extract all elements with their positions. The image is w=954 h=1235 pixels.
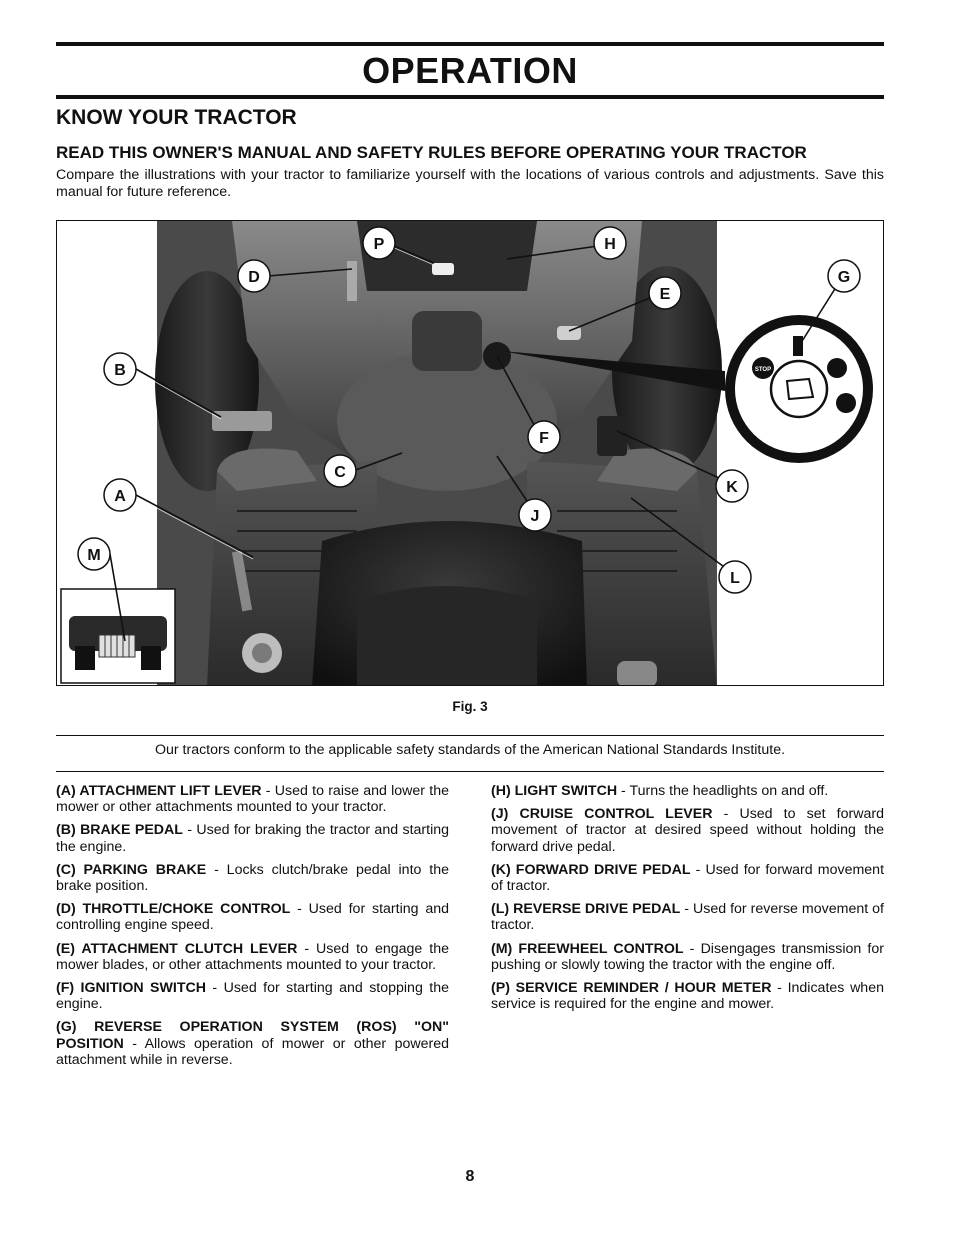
- callout-d: D: [237, 259, 271, 293]
- control-item-b: (B) BRAKE PEDAL - Used for braking the t…: [56, 822, 449, 855]
- control-item-e: (E) ATTACHMENT CLUTCH LEVER - Used to en…: [56, 940, 450, 973]
- ansi-notice: Our tractors conform to the applicable s…: [154, 742, 786, 758]
- control-item-c: (C) PARKING BRAKE - Locks clutch/brake p…: [56, 861, 449, 895]
- callout-j: J: [518, 498, 552, 532]
- callout-a: A: [103, 478, 137, 512]
- section-title: KNOW YOUR TRACTOR: [56, 106, 297, 129]
- callout-g: G: [827, 259, 861, 293]
- controls-list-right: (H) LIGHT SWITCH - Turns the headlights …: [491, 783, 884, 1019]
- page-title: OPERATION: [362, 50, 578, 91]
- control-item-g: (G) REVERSE OPERATION SYSTEM (ROS) "ON" …: [56, 1019, 449, 1068]
- svg-text:J: J: [531, 508, 540, 525]
- svg-text:D: D: [248, 269, 260, 286]
- title-rule-top: [56, 42, 884, 46]
- page-number: 8: [465, 1168, 475, 1185]
- control-item-k: (K) FORWARD DRIVE PEDAL - Used for forwa…: [491, 861, 885, 895]
- svg-text:M: M: [87, 547, 100, 564]
- control-item-d: (D) THROTTLE/CHOKE CONTROL - Used for st…: [56, 901, 449, 934]
- control-item-h: (H) LIGHT SWITCH - Turns the headlights …: [491, 783, 829, 799]
- figure-caption: Fig. 3: [452, 699, 488, 714]
- callout-m: M: [77, 537, 111, 571]
- callout-k: K: [715, 469, 749, 503]
- svg-text:P: P: [374, 236, 385, 253]
- callout-e: E: [648, 276, 682, 310]
- stop-label: STOP: [755, 367, 771, 373]
- controls-list-left: (A) ATTACHMENT LIFT LEVER - Used to rais…: [56, 783, 449, 1075]
- divider-bottom: [56, 771, 884, 772]
- control-item-p: (P) SERVICE REMINDER / HOUR METER - Indi…: [491, 980, 884, 1013]
- callout-f: F: [527, 420, 561, 454]
- svg-text:H: H: [604, 236, 616, 253]
- svg-text:C: C: [334, 464, 346, 481]
- svg-text:F: F: [539, 430, 549, 447]
- svg-text:B: B: [114, 362, 126, 379]
- svg-text:K: K: [726, 479, 738, 496]
- callout-b: B: [103, 352, 137, 386]
- svg-text:G: G: [838, 269, 850, 286]
- control-item-f: (F) IGNITION SWITCH - Used for starting …: [56, 980, 449, 1013]
- callout-p: P: [362, 226, 396, 260]
- callout-l: L: [718, 560, 752, 594]
- svg-text:E: E: [660, 286, 671, 303]
- divider-top: [56, 735, 884, 736]
- callout-c: C: [323, 454, 357, 488]
- control-item-a: (A) ATTACHMENT LIFT LEVER - Used to rais…: [56, 783, 449, 816]
- safety-subtitle: READ THIS OWNER'S MANUAL AND SAFETY RULE…: [56, 143, 807, 162]
- title-rule-bottom: [56, 95, 884, 99]
- callout-h: H: [593, 226, 627, 260]
- control-item-j: (J) CRUISE CONTROL LEVER - Used to set f…: [491, 806, 884, 855]
- control-item-l: (L) REVERSE DRIVE PEDAL - Used for rever…: [491, 901, 884, 934]
- intro-paragraph: Compare the illustrations with your trac…: [56, 167, 884, 200]
- svg-text:L: L: [730, 570, 740, 587]
- svg-text:A: A: [114, 488, 126, 505]
- tractor-illustration: STOP P H D G: [56, 220, 884, 686]
- control-item-m: (M) FREEWHEEL CONTROL - Disengages trans…: [491, 940, 884, 973]
